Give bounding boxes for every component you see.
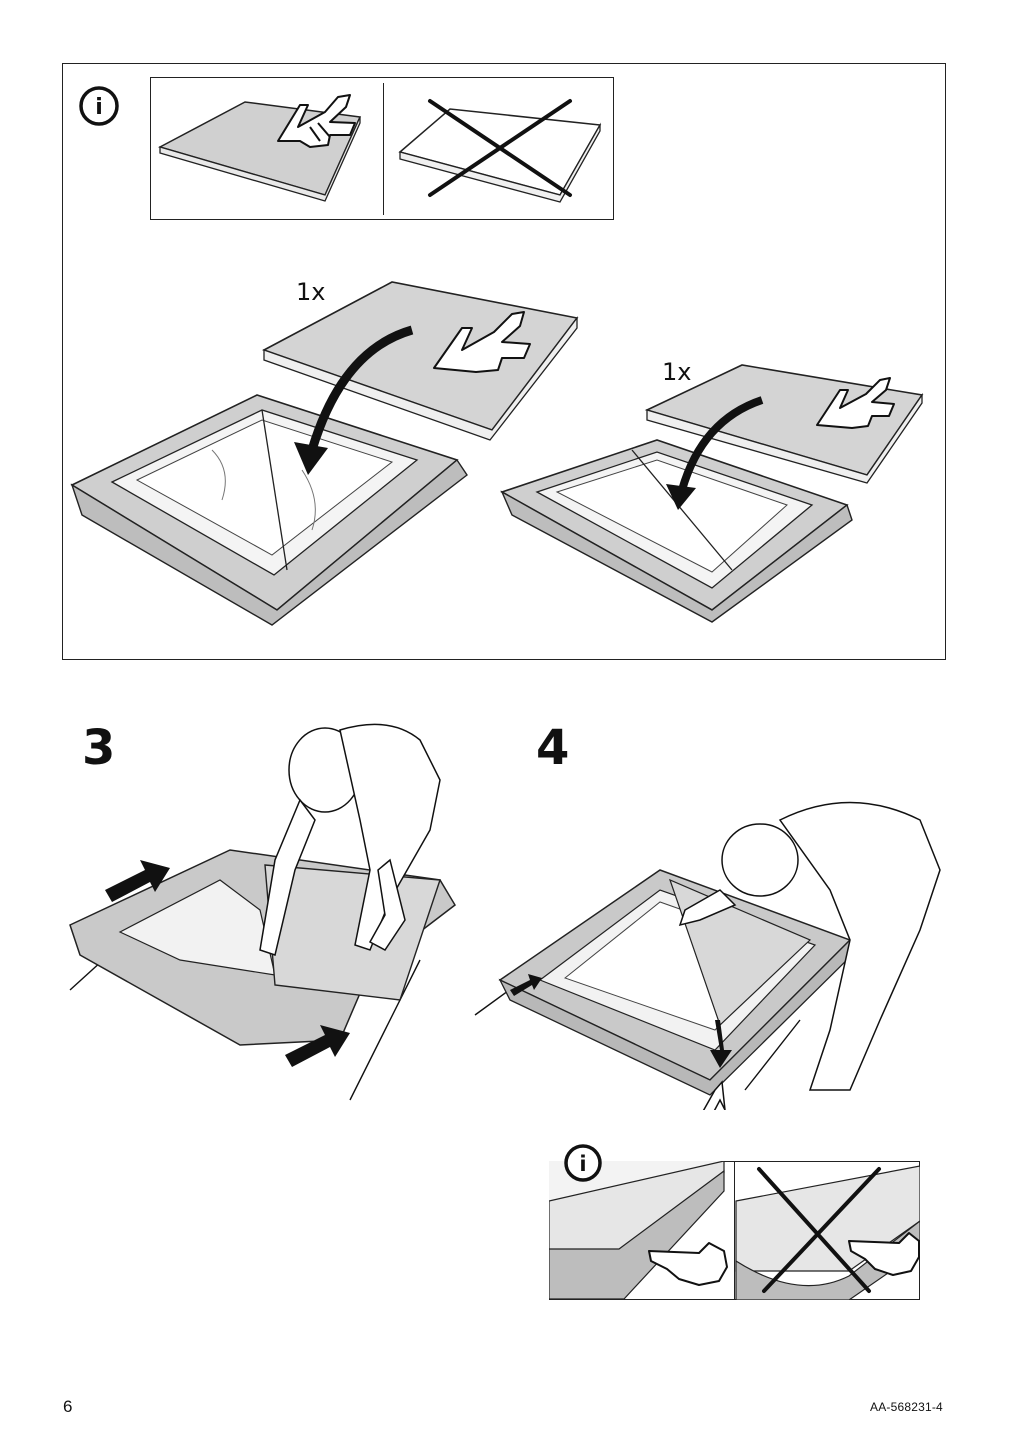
step-4-illustration — [474, 801, 941, 1110]
insert-pad-illustration — [70, 281, 924, 626]
foam-pad-left — [262, 281, 579, 441]
comparison-illustration — [158, 94, 602, 203]
incorrect-pad — [398, 108, 602, 203]
info-symbol: i — [95, 95, 103, 120]
detail-divider — [734, 1161, 736, 1300]
cross-mark-icon — [428, 99, 572, 197]
detail-pointer-arrow — [702, 1080, 726, 1110]
document-code: AA-568231-4 — [870, 1400, 943, 1414]
person-figure — [678, 801, 941, 1091]
hand-pressing-icon — [816, 377, 895, 429]
hand-pointing-icon — [848, 1232, 920, 1276]
detail-illustration — [549, 1161, 920, 1300]
push-arrow-icon — [105, 860, 350, 1067]
info-frame — [62, 63, 946, 660]
comparison-divider — [383, 83, 385, 215]
cushion-cover-left — [70, 394, 468, 626]
hand-pointing-icon — [648, 1242, 728, 1286]
correct-edge — [549, 1161, 725, 1300]
incorrect-edge — [735, 1165, 920, 1300]
step-3-illustration — [69, 723, 456, 1101]
cushion-cover-right — [500, 439, 853, 623]
step-number-4: 4 — [536, 720, 570, 776]
push-arrow-icon — [510, 974, 732, 1068]
insert-arrow-left — [294, 325, 414, 475]
foam-pad-right — [644, 364, 924, 484]
cross-mark-icon — [757, 1167, 881, 1293]
info-icon: i — [563, 1143, 603, 1183]
hand-pressing-icon — [433, 311, 531, 373]
step-number-3: 3 — [82, 720, 116, 776]
info-icon: i — [78, 85, 119, 126]
insert-arrow-right — [666, 396, 764, 510]
page-number: 6 — [63, 1397, 73, 1416]
quantity-label-left: 1x — [296, 278, 326, 306]
person-figure — [259, 723, 441, 956]
info-symbol: i — [579, 1152, 586, 1176]
hand-pressing-icon — [277, 94, 356, 148]
quantity-label-right: 1x — [662, 358, 692, 386]
